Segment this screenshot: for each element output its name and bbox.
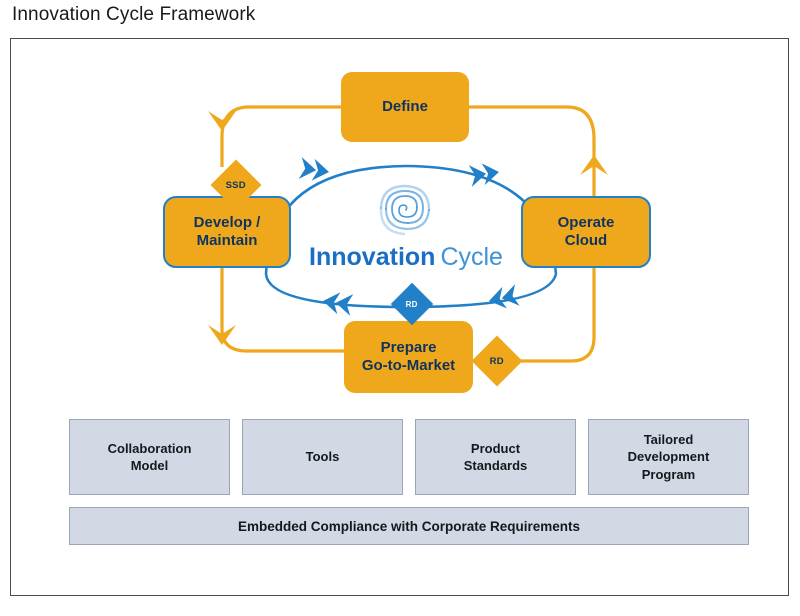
- support-box-tailored-development-program[interactable]: Tailored Development Program: [588, 419, 749, 495]
- blue-chevron-bottom-left: [323, 292, 354, 316]
- blue-chevron-top-left: [298, 157, 329, 181]
- tailored-line-1: Tailored: [643, 432, 694, 448]
- support-box-product-label: Product Standards: [464, 440, 528, 474]
- support-box-tools-label: Tools: [305, 449, 340, 465]
- orange-arrow-to-prepare: [208, 325, 236, 345]
- spiral-swirl-icon: [379, 184, 431, 236]
- develop-line-2: Maintain: [196, 232, 258, 249]
- orange-path-define-to-ssd: [220, 105, 341, 167]
- tailored-line-3: Program: [641, 466, 696, 482]
- cycle-node-develop-label: Develop / Maintain: [194, 214, 261, 249]
- collaboration-line-2: Model: [130, 458, 169, 473]
- collaboration-line-1: Collaboration: [107, 440, 192, 456]
- tailored-line-2: Development: [627, 449, 710, 465]
- prepare-line-1: Prepare: [380, 339, 437, 357]
- orange-path-operate-to-define: [469, 105, 596, 196]
- logo-word-cycle: Cycle: [440, 243, 503, 271]
- blue-chevron-bottom-right: [489, 284, 520, 309]
- logo-word-innovation: Innovation: [309, 243, 436, 271]
- gate-marker-rd-center-label: RD: [406, 299, 418, 309]
- orange-path-develop-to-prepare: [220, 251, 344, 353]
- embedded-compliance-label: Embedded Compliance with Corporate Requi…: [237, 518, 581, 534]
- blue-chevrons: [298, 157, 520, 316]
- support-box-collaboration-label: Collaboration Model: [108, 440, 192, 474]
- support-box-collaboration-model[interactable]: Collaboration Model: [69, 419, 230, 495]
- prepare-line-2: Go-to-Market: [361, 357, 456, 374]
- develop-line-1: Develop /: [193, 214, 261, 232]
- cycle-node-define-label: Define: [382, 98, 428, 116]
- page-title: Innovation Cycle Framework: [12, 4, 256, 25]
- gate-marker-rd-right-label: RD: [489, 355, 505, 367]
- cycle-node-operate-label: Operate Cloud: [558, 214, 615, 249]
- cycle-node-prepare-label: Prepare Go-to-Market: [362, 339, 455, 374]
- support-foundation-row: Collaboration Model Tools Product Standa…: [69, 419, 749, 495]
- cycle-node-operate-cloud[interactable]: Operate Cloud: [521, 196, 651, 268]
- support-box-tools[interactable]: Tools: [242, 419, 403, 495]
- cycle-node-prepare-go-to-market[interactable]: Prepare Go-to-Market: [344, 321, 473, 393]
- cycle-node-define[interactable]: Define: [341, 72, 469, 142]
- embedded-compliance-bar[interactable]: Embedded Compliance with Corporate Requi…: [69, 507, 749, 545]
- operate-line-1: Operate: [557, 214, 615, 232]
- product-line-1: Product: [470, 440, 521, 456]
- support-box-product-standards[interactable]: Product Standards: [415, 419, 576, 495]
- cycle-node-develop-maintain[interactable]: Develop / Maintain: [163, 196, 291, 268]
- support-box-tailored-label: Tailored Development Program: [628, 431, 710, 482]
- orange-path-rd-to-operate: [515, 268, 596, 363]
- operate-line-2: Cloud: [564, 232, 608, 249]
- gate-marker-ssd-label: SSD: [225, 179, 247, 191]
- orange-outer-loop: [220, 105, 596, 363]
- blue-chevron-top-right: [468, 163, 499, 187]
- orange-arrow-to-operate-up: [580, 155, 608, 175]
- orange-arrow-to-ssd: [208, 111, 236, 131]
- product-line-2: Standards: [463, 458, 528, 473]
